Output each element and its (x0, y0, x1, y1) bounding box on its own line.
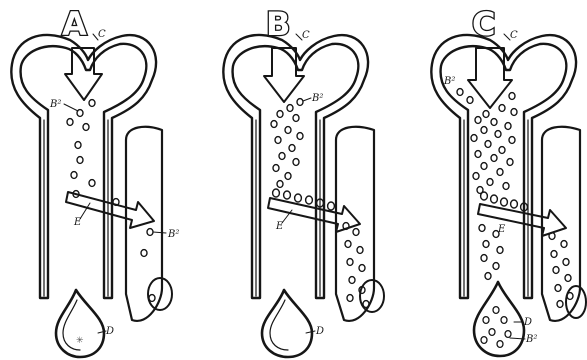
panel-b-tube-particles (343, 223, 369, 308)
panel-c-down-arrow-icon (468, 48, 512, 108)
panel-c: C C B² E D B² (431, 5, 586, 356)
panel-c-teardrop (474, 282, 524, 356)
panel-c-label-b2-top: B² (443, 76, 455, 87)
panel-c-particles (457, 89, 517, 280)
panel-a-label-c: C (98, 29, 106, 40)
panel-a-outer-wall (11, 35, 156, 298)
panel-a-b2-leader (64, 104, 78, 111)
panel-c-diagonal-arrow-icon (478, 204, 566, 236)
panel-c-label-e: E (497, 224, 506, 235)
panel-c-tube-particles (549, 233, 573, 308)
panel-a-label-b2-right: B² (167, 229, 179, 240)
panel-b-b2-leader (303, 98, 311, 101)
panel-a-teardrop (56, 290, 104, 357)
panel-a-down-arrow-icon (65, 48, 102, 100)
panel-b-label-d: D (315, 326, 324, 337)
panel-a-title: A (62, 5, 87, 43)
panel-b-label-c: C (302, 30, 310, 41)
panel-b-label-b2-top: B² (311, 93, 323, 104)
panel-b: B C B² E D (223, 5, 384, 357)
panel-a: ✳ A C B² E B² D (11, 5, 179, 357)
panel-b-d-leader (306, 331, 315, 333)
panel-a-b2r-leader (153, 232, 166, 233)
panel-a-label-d: D (105, 326, 114, 337)
panel-c-label-d: D (523, 317, 532, 328)
panel-c-title: C (472, 5, 495, 43)
panel-c-label-c: C (510, 30, 518, 41)
panel-c-label-b2-bottom: B² (525, 334, 537, 345)
panel-c-teardrop-particles (481, 307, 511, 348)
panel-b-right-tube (336, 127, 374, 321)
panel-a-teardrop-mark: ✳ (76, 335, 84, 345)
panel-b-title: B (266, 5, 290, 43)
panel-b-teardrop (262, 290, 312, 357)
panel-b-particles (271, 99, 303, 188)
panel-a-label-b2-top: B² (49, 99, 61, 110)
